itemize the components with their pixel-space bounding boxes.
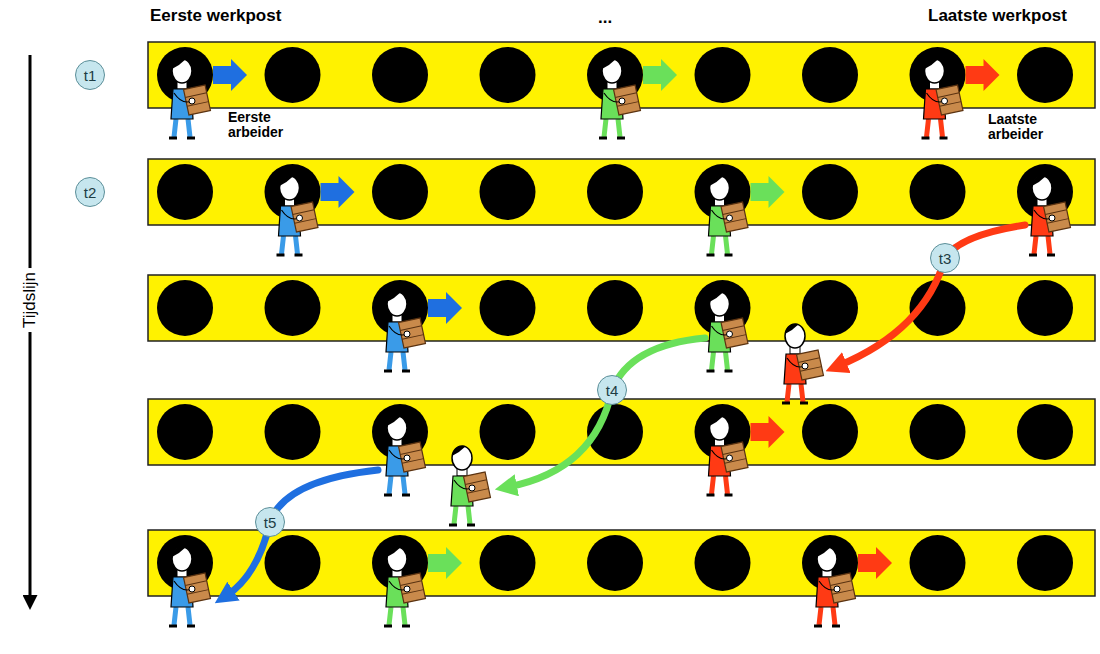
label-box: Tijdslijn [18,268,42,332]
move-arrow [428,547,462,579]
caption-text: Eerste werkpost [150,6,281,26]
worker-figure [707,292,748,371]
label-box: Eerste arbeider [228,110,298,139]
worker-figure [1029,176,1070,255]
time-marker: t2 [75,177,105,207]
worker-figure [169,547,210,626]
caption-text: Laatste werkpost [928,6,1067,26]
worker-figure [599,59,640,138]
move-arrow [751,416,785,448]
time-marker: t1 [75,60,105,90]
worker-figure [277,176,318,255]
move-arrow [643,59,677,91]
move-arrow [428,292,462,324]
return-arrow [838,225,1025,366]
assembly-line [148,275,1095,341]
caption-text: Eerste arbeider [228,110,298,139]
time-marker: t4 [597,375,627,405]
caption-text: ... [598,8,612,28]
time-label: t2 [84,184,97,201]
time-marker: t5 [255,507,285,537]
return-arrow [508,338,705,487]
move-arrow [213,59,247,91]
worker-figure [449,446,490,525]
worker-figure [384,547,425,626]
move-arrow [321,176,355,208]
label-box: Laatste arbeider [988,112,1056,141]
label-box: Laatste werkpost [928,6,1067,26]
assembly-line [148,530,1095,596]
move-arrow [858,547,892,579]
time-label: t3 [939,250,952,267]
time-marker: t3 [930,243,960,273]
return-arrow [226,470,378,596]
label-box: ... [598,8,612,28]
axis-label: Tijdslijn [20,272,40,328]
caption-text: Laatste arbeider [988,112,1056,141]
worker-figure [707,176,748,255]
worker-figure [782,324,823,403]
worker-figure [384,292,425,371]
worker-figure [922,59,963,138]
worker-figure [169,59,210,138]
time-label: t4 [606,382,619,399]
worker-figure [814,547,855,626]
worker-figure [707,416,748,495]
move-arrow [966,59,1000,91]
move-arrow [751,176,785,208]
time-label: t5 [264,514,277,531]
worker-figure [384,416,425,495]
time-label: t1 [84,67,97,84]
assembly-line [148,399,1095,465]
label-box: Eerste werkpost [150,6,281,26]
